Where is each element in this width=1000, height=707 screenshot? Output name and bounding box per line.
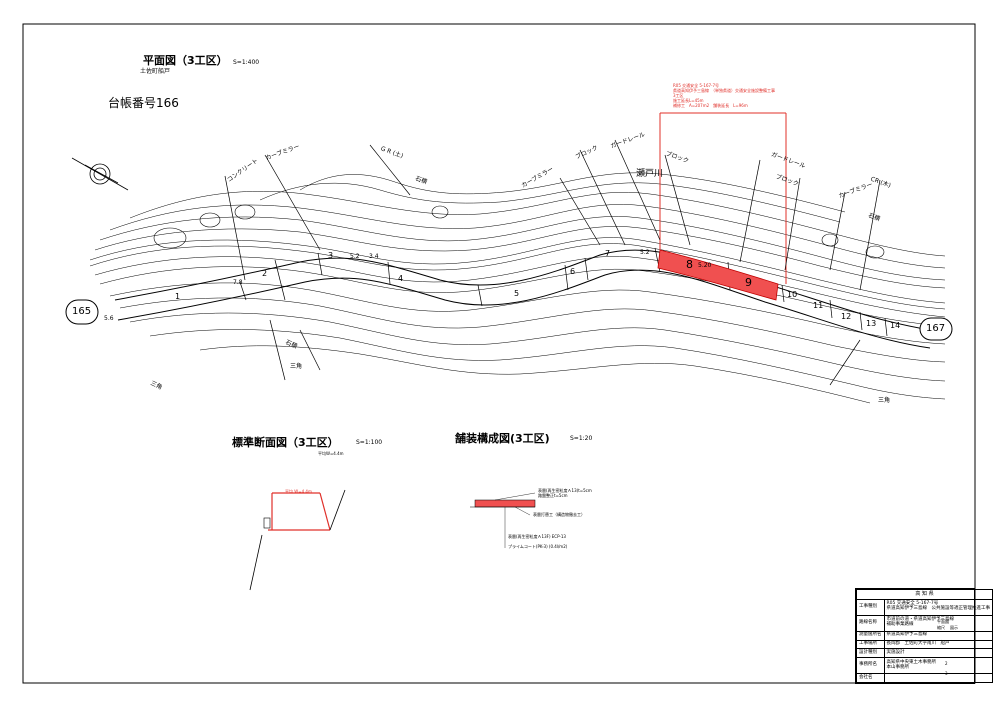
title-block-header: 高 知 県 bbox=[856, 589, 993, 600]
tb-sheet-count: 3 bbox=[945, 671, 948, 676]
section-number: 9 bbox=[745, 276, 752, 289]
pavement-note: 表層(再生密粒度Ａ13)t=5cm bbox=[538, 488, 592, 493]
work-zone-highlight bbox=[657, 249, 779, 301]
tb-value: 市道前の道・県道高知伊予三島線 補助事業路線 bbox=[883, 614, 993, 632]
pavement-note: 路盤整正t=5cm bbox=[538, 493, 568, 498]
tb-label: 設計種別 bbox=[856, 648, 885, 659]
annotation-leaders bbox=[224, 139, 881, 386]
callout-notes: R05 交通安全 5-167-7号 県道高知伊予三島線 （単独県道）交通安全施設… bbox=[673, 83, 775, 108]
section-number: 3 bbox=[328, 251, 334, 260]
pavement-diagram bbox=[470, 492, 536, 548]
section-number: 10 bbox=[787, 290, 798, 299]
section-number: 12 bbox=[841, 312, 852, 321]
callout-line: 県道高知伊予三島線 （単独県道）交通安全施設整備工事 bbox=[673, 88, 775, 93]
section-number: 1 bbox=[175, 292, 181, 301]
section-number: 13 bbox=[866, 319, 877, 328]
section-number: 2 bbox=[262, 269, 268, 278]
tb-value: 高知県中央東土木事務所 本山事務所 bbox=[883, 657, 993, 675]
section-number: 11 bbox=[813, 301, 824, 310]
road-edges bbox=[114, 249, 931, 349]
ledger-number: 台帳番号166 bbox=[108, 96, 179, 110]
station-165-marker bbox=[65, 299, 99, 325]
annotation-triangle: 三角 bbox=[878, 397, 891, 404]
station-167-marker bbox=[919, 317, 953, 341]
tb-label: 会社名 bbox=[856, 673, 885, 683]
annotation-triangle: 三角 bbox=[290, 363, 303, 370]
tb-value: R05 交通安全 5-167-7号 県道高知伊予三島線 公共施設等適正管理推進工… bbox=[883, 598, 993, 616]
sheet-border bbox=[22, 23, 976, 684]
tb-scale-label: 縮尺 bbox=[937, 625, 945, 630]
vegetation-symbols bbox=[153, 204, 885, 259]
pavement-scale: S=1:20 bbox=[570, 435, 593, 442]
width-label: 5.20 bbox=[698, 262, 712, 269]
section-number: 14 bbox=[890, 321, 901, 330]
section-number: 8 bbox=[686, 258, 693, 271]
tb-value: 実施設計 bbox=[883, 648, 993, 659]
section-pave-note: 平均 W=4.4m bbox=[285, 489, 312, 494]
tb-value bbox=[883, 673, 993, 683]
cross-section-diagram bbox=[249, 489, 346, 591]
tb-scale-value: 図示 bbox=[950, 625, 958, 630]
pavement-note: 表層打替工（構造物撤去工） bbox=[533, 512, 585, 517]
section-dividers bbox=[239, 247, 888, 337]
tb-drawing-name: 平面図 bbox=[937, 619, 949, 624]
width-label: 5.2 bbox=[640, 249, 650, 256]
tb-label: 工事場所 bbox=[856, 639, 885, 650]
width-label: 3.4 bbox=[369, 253, 379, 260]
callout-line: R05 交通安全 5-167-7号 bbox=[673, 83, 720, 88]
width-label: 5.6 bbox=[104, 315, 114, 322]
section-width-note: 平均W=4.4m bbox=[318, 451, 344, 456]
width-label: 7.8 bbox=[233, 279, 243, 286]
section-number: 7 bbox=[605, 249, 611, 258]
tb-label: 事務所名 bbox=[856, 657, 885, 675]
section-number: 4 bbox=[398, 274, 404, 283]
plan-scale: S=1:400 bbox=[233, 59, 260, 66]
tb-label: 路線名称 bbox=[856, 614, 885, 632]
tb-label: 測量箇所名 bbox=[856, 630, 885, 641]
section-number: 5 bbox=[514, 289, 520, 298]
pavement-note: プライムコート(PK-3) (0.4l/m2) bbox=[508, 544, 568, 549]
station-markers bbox=[65, 299, 953, 341]
terrain-contours bbox=[89, 172, 946, 404]
pavement-title: 舗装構成図(3工区) bbox=[455, 432, 550, 445]
callout-line: 3工区 bbox=[673, 93, 684, 98]
width-label: 5.2 bbox=[350, 253, 360, 260]
callout-line: 施工延長L=45m bbox=[673, 98, 704, 103]
station-end: 167 bbox=[926, 323, 946, 334]
section-scale: S=1:100 bbox=[356, 439, 383, 446]
annotation-river: 瀬戸川 bbox=[636, 169, 664, 179]
section-number: 6 bbox=[570, 267, 576, 276]
north-arrow-icon bbox=[71, 157, 129, 191]
tb-sheet-no: 2 bbox=[945, 661, 948, 666]
callout-line: 補修工 A=207m2 舗装延長 L=96m bbox=[673, 103, 748, 108]
plan-title: 平面図（3工区） bbox=[143, 54, 228, 67]
plan-location: 土佐町船戸 bbox=[140, 68, 171, 75]
tb-label: 工事種別 bbox=[856, 598, 885, 616]
tb-value: 長岡郡 土佐町大字南川 船戸 bbox=[883, 639, 993, 650]
section-title: 標準断面図（3工区） bbox=[232, 436, 339, 449]
pavement-note: 表層(再生密粒度Ａ13F) ECP-13 bbox=[508, 534, 566, 539]
station-start: 165 bbox=[72, 306, 92, 317]
callout-frame bbox=[659, 112, 787, 284]
tb-value: 県道高知伊予三島線 bbox=[883, 630, 993, 641]
